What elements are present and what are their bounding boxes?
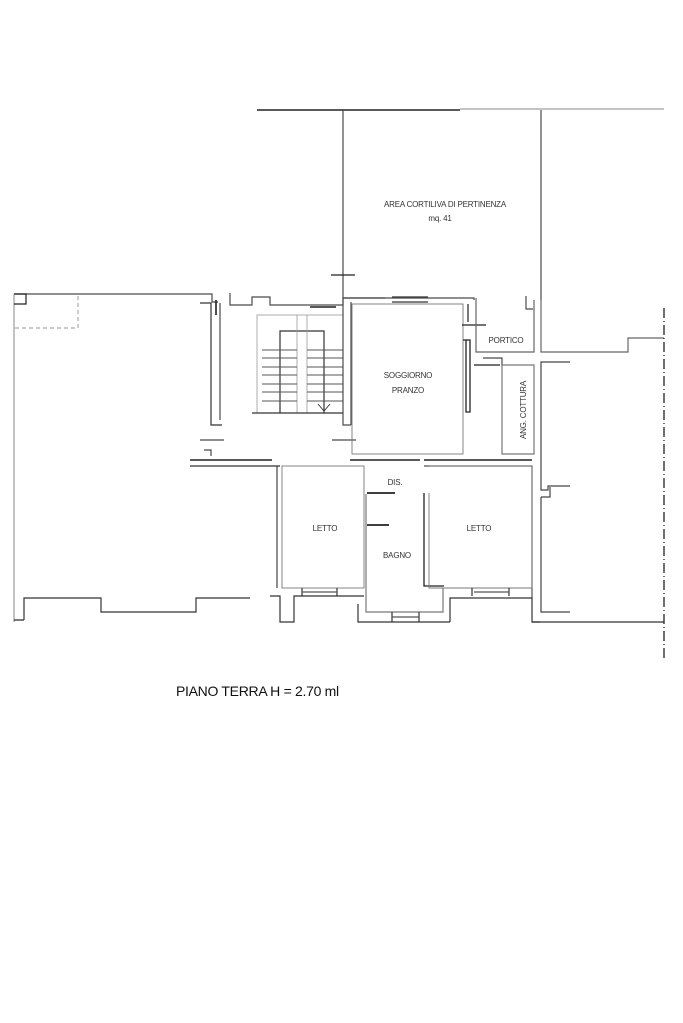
bedroom-left-label: LETTO: [312, 524, 338, 533]
floor-caption: PIANO TERRA H = 2.70 ml: [176, 683, 339, 699]
kitchen-label: ANG. COTTURA: [519, 380, 528, 440]
living-label-line1: SOGGIORNO: [383, 371, 433, 380]
courtyard-label: AREA CORTILIVA DI PERTINENZA: [384, 200, 506, 209]
courtyard-area: mq. 41: [428, 214, 452, 223]
portico-label: PORTICO: [488, 336, 524, 345]
bedroom-right-label: LETTO: [466, 524, 492, 533]
living-label-line2: PRANZO: [391, 386, 425, 395]
hall-label: DIS.: [387, 478, 403, 487]
bathroom-label: BAGNO: [383, 551, 411, 560]
